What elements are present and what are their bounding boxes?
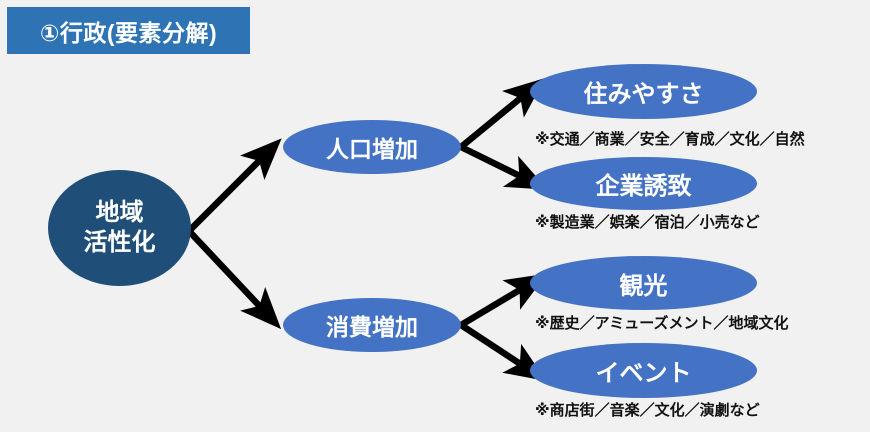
node-livability-label: 住みやすさ <box>583 81 704 108</box>
node-event[interactable]: イベント <box>530 343 757 398</box>
node-business-attraction-label: 企業誘致 <box>595 173 692 200</box>
arrow-root-to-population <box>186 138 282 234</box>
node-consumption-increase-label: 消費増加 <box>326 314 418 340</box>
node-root-regional-revitalization[interactable]: 地域 活性化 <box>48 170 191 286</box>
node-tourism-label: 観光 <box>619 272 668 300</box>
annotation-livability: ※交通／商業／安全／育成／文化／自然 <box>535 131 805 148</box>
node-population-increase-label: 人口増加 <box>326 136 418 162</box>
arrow-population-to-business <box>459 144 548 190</box>
node-livability[interactable]: 住みやすさ <box>530 64 757 119</box>
node-population-increase[interactable]: 人口増加 <box>283 120 461 174</box>
arrow-population-to-livability <box>458 77 546 150</box>
annotation-event: ※商店街／音楽／文化／演劇など <box>535 402 760 419</box>
node-consumption-increase[interactable]: 消費増加 <box>283 298 461 352</box>
arrow-root-to-consumption <box>186 228 282 330</box>
annotation-business-attraction: ※製造業／娯楽／宿泊／小売など <box>535 214 760 231</box>
arrow-consumption-to-tourism <box>459 273 547 328</box>
node-tourism[interactable]: 観光 <box>530 256 757 310</box>
arrow-consumption-to-event <box>459 322 547 382</box>
node-event-label: イベント <box>595 360 692 387</box>
node-root-label-line1: 地域 <box>95 199 144 226</box>
page-title: ①行政(要素分解) <box>39 19 218 46</box>
annotation-tourism: ※歴史／アミューズメント／地域文化 <box>535 315 789 332</box>
node-business-attraction[interactable]: 企業誘致 <box>530 157 757 210</box>
node-root-label-line2: 活性化 <box>83 229 156 256</box>
title-banner: ①行政(要素分解) <box>7 7 250 54</box>
